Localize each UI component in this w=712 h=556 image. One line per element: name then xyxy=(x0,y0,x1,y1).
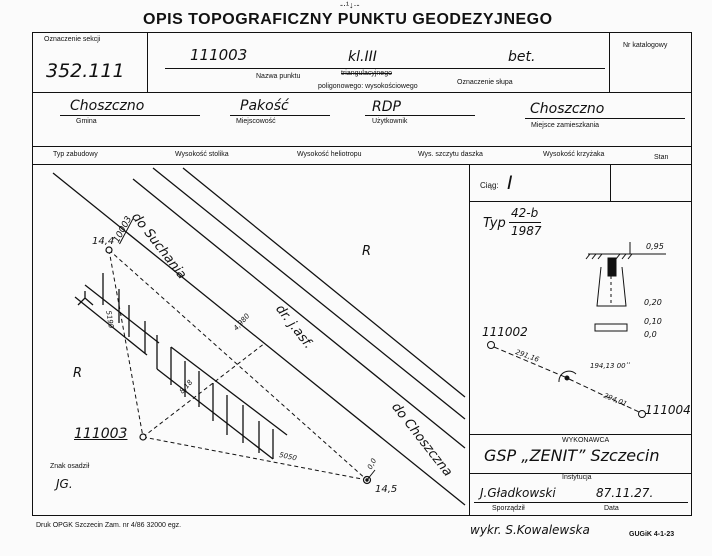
form-title: OPIS TOPOGRAFICZNY PUNKTU GEODEZYJNEGO xyxy=(143,11,553,28)
label-building-type: Typ zabudowy xyxy=(53,151,98,158)
value-pillar: bet. xyxy=(508,49,536,65)
rule-third-row xyxy=(32,164,692,165)
pt-main-label: 111003 xyxy=(74,426,128,442)
label-residence: Miejsce zamieszkania xyxy=(531,122,600,129)
line-miejscowosc xyxy=(230,115,330,116)
label-point-name: Nazwa punktu xyxy=(256,73,301,80)
label-gmina: Gmina xyxy=(76,118,97,125)
label-institution: Instytucja xyxy=(562,474,592,481)
label-uzytkownik: Użytkownik xyxy=(372,118,408,125)
label-heliotrope-height: Wysokość heliotropu xyxy=(297,151,362,158)
land-r-right: R xyxy=(362,244,372,259)
land-r-left: R xyxy=(73,366,83,381)
value-stabilized-by: JG. xyxy=(56,477,73,491)
rule-series-row xyxy=(469,201,692,202)
value-class: kl.III xyxy=(348,49,377,65)
form-frame xyxy=(32,32,692,516)
label-triangulation: triangulacyjnego xyxy=(341,70,392,77)
label-stabilized-by: Znak osadził xyxy=(50,463,90,470)
traverse-angle: 194,13 00ʹʹ xyxy=(590,362,630,370)
top-handwritten-mark: -·¹↓·- xyxy=(340,0,360,10)
value-date: 87.11.27. xyxy=(596,486,654,500)
label-state: Stan xyxy=(654,154,669,161)
line-point-name xyxy=(165,68,605,69)
label-sheet: Oznaczenie sekcji xyxy=(44,36,101,43)
traverse-pt-left: 111002 xyxy=(482,325,528,339)
value-uzytkownik: RDP xyxy=(372,99,401,115)
value-series: I xyxy=(507,172,513,194)
rule-top-row xyxy=(32,92,692,93)
rule-contractor-mid xyxy=(469,473,692,474)
label-catalog: Nr katalogowy xyxy=(623,42,668,49)
label-series: Ciąg: xyxy=(480,181,499,190)
label-compiled-by: Sporządził xyxy=(492,505,525,512)
location-sketch xyxy=(52,167,466,506)
label-pillar: Oznaczenie słupa xyxy=(457,79,513,86)
value-drawn-by: wykr. S.Kowalewska xyxy=(470,523,590,537)
value-residence: Choszczno xyxy=(530,101,605,117)
value-institution: GSP „ZENIT” Szczecin xyxy=(484,446,660,465)
rule-right-column xyxy=(469,164,470,516)
line-compiled xyxy=(474,502,688,503)
pt-height-tl: 14,4 xyxy=(92,236,115,247)
value-sheet: 352.111 xyxy=(46,60,125,82)
footer-print: Druk OPGK Szczecin Zam. nr 4/86 32000 eg… xyxy=(36,522,182,529)
line-residence xyxy=(525,118,685,119)
value-gmina: Choszczno xyxy=(70,98,145,114)
rule-sheet-box xyxy=(147,32,148,92)
rule-second-row xyxy=(32,146,692,147)
traverse-diagram xyxy=(487,341,646,418)
value-type-bottom: 1987 xyxy=(511,224,542,238)
value-point-name: 111003 xyxy=(190,46,248,64)
rule-series-divider xyxy=(610,164,611,201)
profile-h-010: 0,10 xyxy=(644,317,662,326)
profile-h-00: 0,0 xyxy=(644,330,657,339)
pt-height-br: 14,5 xyxy=(375,484,398,495)
label-type: Typ xyxy=(483,216,506,231)
label-polygon: poligonowego: wysokościowego xyxy=(318,83,418,90)
value-compiled-by: J.Gładkowski xyxy=(480,486,556,500)
profile-h-020: 0,20 xyxy=(644,298,662,307)
stone-profile-diagram xyxy=(585,242,666,332)
value-type-top: 42-b xyxy=(511,206,539,220)
rule-catalog-box xyxy=(609,32,610,92)
label-date: Data xyxy=(604,505,619,512)
line-uzytkownik xyxy=(365,115,475,116)
value-miejscowosc: Pakość xyxy=(240,98,289,114)
label-roof-height: Wys. szczytu daszka xyxy=(418,151,483,158)
label-table-height: Wysokość stolika xyxy=(175,151,229,158)
type-fraction-line xyxy=(509,222,541,223)
label-cross-height: Wysokość krzyżaka xyxy=(543,151,605,158)
rule-contractor-top xyxy=(469,434,692,435)
footer-code: GUGiK 4-1-23 xyxy=(629,531,675,538)
line-gmina xyxy=(60,115,200,116)
label-contractor: WYKONAWCA xyxy=(562,437,610,444)
traverse-pt-right: 111004 xyxy=(645,403,691,417)
profile-h-095: 0,95 xyxy=(646,242,664,251)
label-miejscowosc: Miejscowość xyxy=(236,118,276,125)
